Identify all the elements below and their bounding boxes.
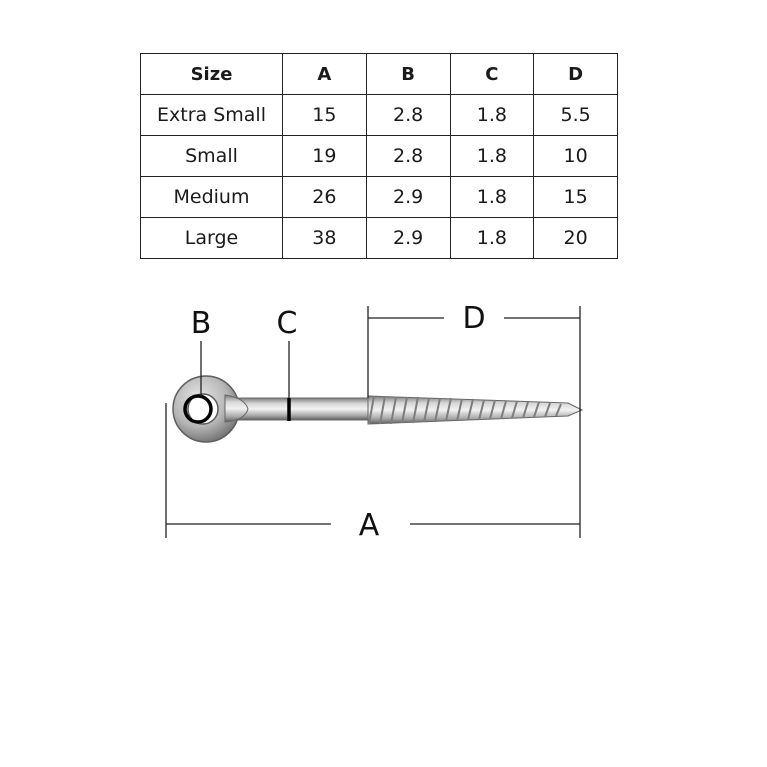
cell-c: 1.8 bbox=[449, 94, 535, 136]
header-d: D bbox=[533, 53, 618, 95]
cell-size: Small bbox=[140, 135, 283, 177]
cell-b: 2.8 bbox=[365, 94, 451, 136]
cell-a: 19 bbox=[282, 135, 367, 177]
cell-c: 1.8 bbox=[449, 135, 535, 177]
dimension-d: D bbox=[367, 301, 581, 538]
dimension-a: A bbox=[165, 403, 580, 543]
header-size: Size bbox=[140, 53, 283, 95]
cell-d: 20 bbox=[533, 217, 618, 259]
cell-d: 15 bbox=[533, 176, 618, 218]
table-row: Large 38 2.9 1.8 20 bbox=[140, 217, 618, 259]
cell-size: Large bbox=[140, 217, 283, 259]
screw-thread bbox=[367, 395, 584, 425]
label-c: C bbox=[277, 306, 298, 341]
cell-size: Medium bbox=[140, 176, 283, 218]
label-b: B bbox=[191, 306, 212, 341]
dimension-c-marker: C bbox=[277, 306, 298, 421]
table-row: Medium 26 2.9 1.8 15 bbox=[140, 176, 618, 218]
size-table: Size A B C D Extra Small 15 2.8 1.8 5.5 … bbox=[140, 53, 618, 259]
cell-a: 38 bbox=[282, 217, 367, 259]
cell-a: 26 bbox=[282, 176, 367, 218]
cell-a: 15 bbox=[282, 94, 367, 136]
table-row: Extra Small 15 2.8 1.8 5.5 bbox=[140, 94, 618, 136]
label-d: D bbox=[462, 301, 485, 336]
cell-d: 10 bbox=[533, 135, 618, 177]
header-c: C bbox=[449, 53, 535, 95]
cell-d: 5.5 bbox=[533, 94, 618, 136]
dimension-b-marker: B bbox=[183, 306, 213, 424]
header-a: A bbox=[282, 53, 367, 95]
label-a: A bbox=[359, 508, 380, 543]
table-row: Small 19 2.8 1.8 10 bbox=[140, 135, 618, 177]
cell-size: Extra Small bbox=[140, 94, 283, 136]
table-header-row: Size A B C D bbox=[140, 53, 618, 95]
